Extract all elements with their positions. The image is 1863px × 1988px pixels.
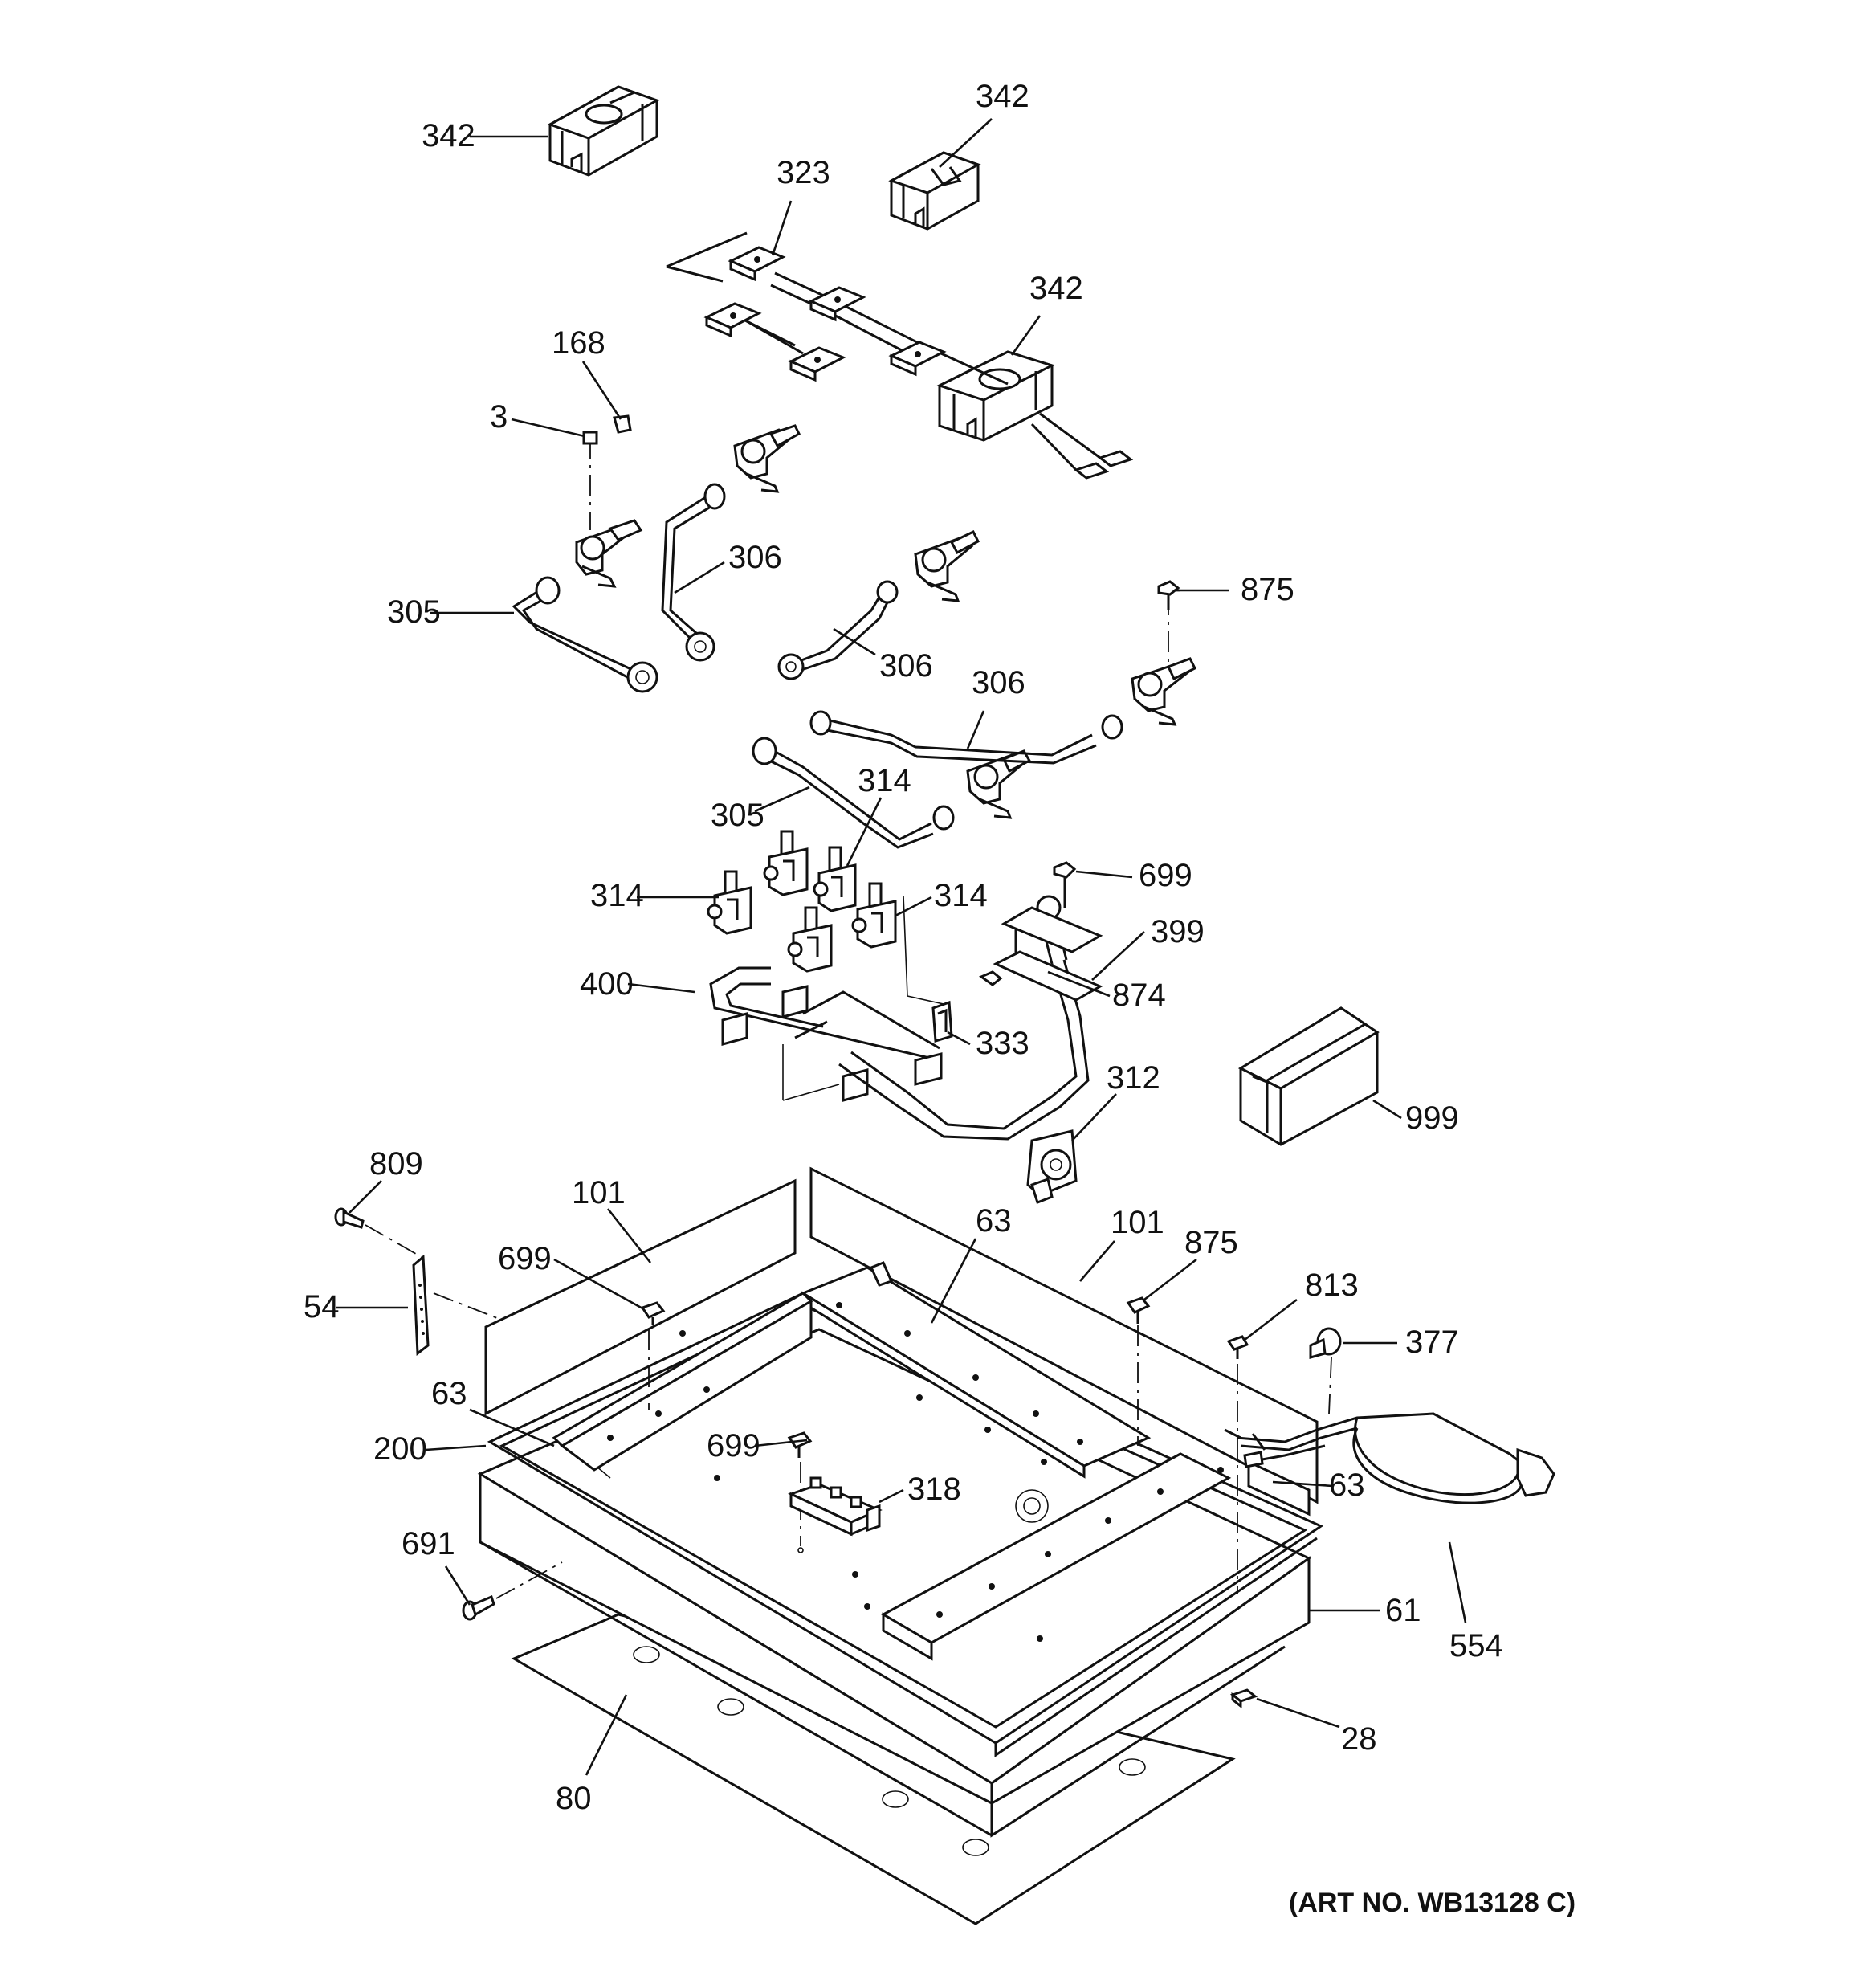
screw-809 [334,1207,422,1258]
rail-63-right [880,1452,1232,1661]
gas-tube-306-vertical [661,483,726,662]
gas-valve-314-d [851,882,897,949]
gas-tube-306-long [809,710,1123,765]
ignition-harness-323 [666,231,1134,480]
power-cord-554 [1224,1412,1555,1504]
gas-tube-305-left [512,576,658,693]
part-labels: 342 342 323 342 168 3 306 305 306 875 30… [304,79,1576,1918]
screw-875-right [1126,1296,1151,1446]
label-61: 61 [1385,1593,1421,1628]
orifice-holder-mid [733,424,801,493]
label-399: 399 [1151,914,1205,949]
screw-813 [1226,1335,1249,1594]
screw-699-left [640,1301,666,1410]
label-699-left: 699 [498,1241,552,1276]
screw-874 [978,970,1003,986]
burner-bracket-342-top [888,151,981,231]
literature-box-999 [1237,1006,1380,1146]
label-101-left: 101 [572,1175,626,1210]
label-3: 3 [490,399,508,435]
label-874: 874 [1112,978,1166,1013]
clip-333 [932,1000,953,1043]
label-28: 28 [1341,1721,1377,1757]
label-314-b: 314 [590,878,644,913]
label-699-top: 699 [1139,858,1192,893]
fastener-699-top [1053,861,1077,908]
electrical-bracket-63 [1247,1459,1311,1517]
label-314-c: 314 [934,878,988,913]
label-691: 691 [402,1526,455,1561]
label-305-b: 305 [711,798,764,833]
label-342-right: 342 [1029,271,1083,306]
label-63-right: 63 [1329,1468,1365,1503]
label-168: 168 [552,325,605,361]
label-554: 554 [1449,1628,1503,1663]
heat-shield-101-left [484,1178,797,1416]
fastener-875-top [1157,580,1180,610]
label-699-center: 699 [707,1428,760,1463]
label-80: 80 [556,1781,592,1816]
terminal-block-318 [787,1476,883,1537]
orifice-holder-right [1131,594,1197,726]
rail-63-left [552,1292,813,1472]
label-63-top: 63 [976,1203,1012,1239]
burner-bracket-342-right [936,350,1055,442]
label-813: 813 [1305,1268,1359,1303]
label-333: 333 [976,1026,1029,1061]
leader-lines [336,118,1467,1776]
label-63-left: 63 [431,1376,467,1411]
label-314-a: 314 [858,763,911,798]
label-377: 377 [1405,1325,1459,1360]
label-323: 323 [777,155,830,190]
label-306-c: 306 [972,665,1025,700]
bracket-399 [993,906,1103,1002]
label-200: 200 [373,1431,427,1467]
gas-valve-314-c [813,846,857,912]
gas-tube-306-mid [777,580,899,680]
screw-691 [462,1561,563,1621]
strain-relief-377 [1309,1327,1342,1414]
gas-manifold-400 [709,895,1090,1141]
label-312: 312 [1107,1060,1160,1096]
gas-valve-314-e [787,906,833,973]
label-342-top: 342 [976,79,1029,114]
foot-28 [1229,1688,1258,1709]
art-number: (ART NO. WB13128 C) [1289,1888,1576,1918]
flame-divider-dash-box [782,895,944,1101]
cooktop-pan-61 [477,1328,1311,1838]
label-101-right: 101 [1111,1205,1164,1240]
label-875-top: 875 [1241,572,1294,607]
label-306-a: 306 [728,540,782,575]
rail-63-top [800,1261,1152,1479]
heat-shield-101-right [809,1166,1319,1504]
orifice-holder-center [914,530,980,602]
base-plate-80 [511,1613,1236,1925]
label-999: 999 [1405,1100,1459,1136]
pressure-regulator-312 [1026,1129,1078,1204]
label-400: 400 [580,966,634,1002]
orifice-holder-left [575,431,643,588]
gas-tube-305-lower [752,737,955,849]
label-54: 54 [304,1289,340,1325]
label-305-a: 305 [387,594,441,630]
gas-valve-314-b [763,830,809,896]
label-875-right: 875 [1184,1225,1238,1260]
fastener-168 [613,414,632,434]
gas-valve-314-a [707,870,752,935]
label-306-b: 306 [879,648,933,684]
label-342-left: 342 [422,118,475,153]
label-809: 809 [369,1146,423,1182]
label-318: 318 [907,1472,961,1507]
burner-bracket-342-left [547,85,660,177]
